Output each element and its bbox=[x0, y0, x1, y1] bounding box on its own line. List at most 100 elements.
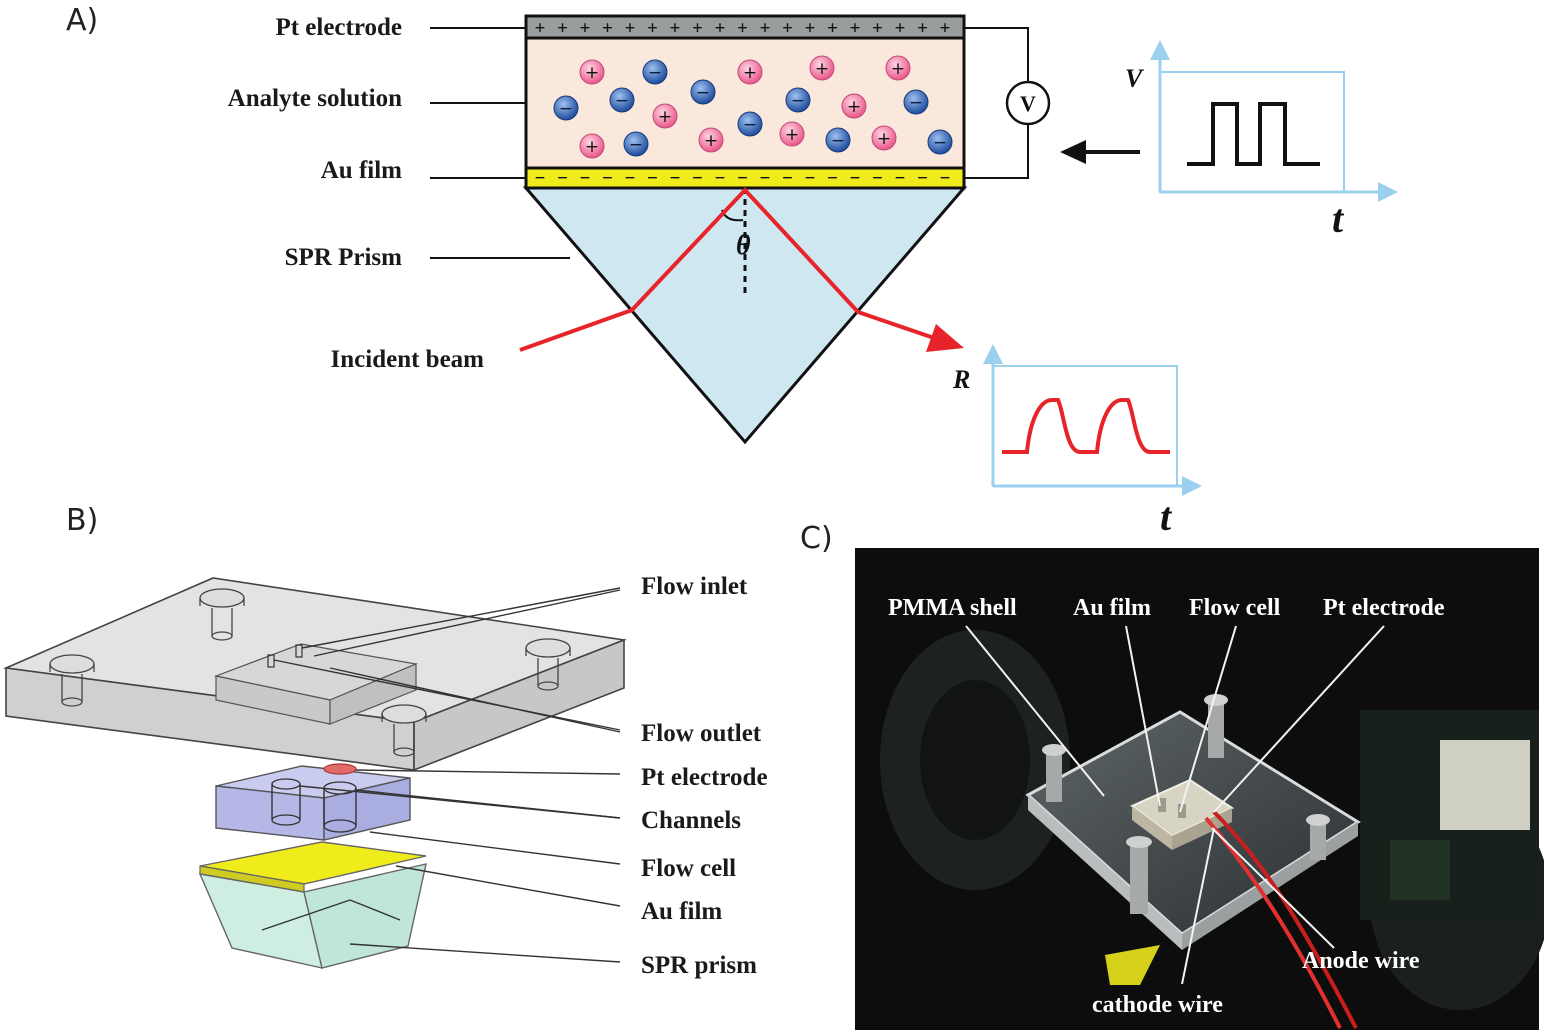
photo-label-flow-cell: Flow cell bbox=[1189, 595, 1281, 621]
flow-cell bbox=[215, 763, 411, 841]
reflectance-plot-y-label: R bbox=[952, 365, 970, 394]
film-minus-sign: − bbox=[557, 168, 567, 188]
positive-ion-icon bbox=[841, 93, 867, 119]
screw-tip bbox=[537, 681, 559, 691]
electrode-plus-sign: + bbox=[625, 18, 635, 38]
negative-ion-sign: − bbox=[648, 63, 662, 83]
reflectance-plot: R t bbox=[952, 344, 1202, 539]
source-arrow-icon bbox=[1060, 140, 1086, 164]
positive-ion-sign: + bbox=[847, 97, 861, 117]
voltmeter-label: V bbox=[1020, 91, 1036, 116]
leader-flow-cell bbox=[369, 831, 621, 865]
screws bbox=[49, 588, 571, 757]
beam-arrow-icon bbox=[926, 324, 964, 352]
positive-ion-icon bbox=[809, 55, 835, 81]
electrode-plus-sign: + bbox=[715, 18, 725, 38]
photo-leader-pt-electrode bbox=[1213, 625, 1385, 813]
electrode-plus-sign: + bbox=[670, 18, 680, 38]
leader-pt-disc bbox=[355, 769, 621, 775]
photo-label-au-film: Au film bbox=[1073, 595, 1151, 621]
film-minus-sign: − bbox=[872, 168, 882, 188]
photo-leader-pmma bbox=[965, 625, 1105, 797]
film-minus-sign: − bbox=[805, 168, 815, 188]
reflectance-plot-frame bbox=[992, 365, 1178, 487]
film-minus-sign: − bbox=[647, 168, 657, 188]
voltage-plot-frame bbox=[1159, 71, 1345, 193]
label-au-film-b: Au film bbox=[641, 898, 722, 925]
positive-ion-sign: + bbox=[891, 59, 905, 79]
positive-ion-sign: + bbox=[785, 125, 799, 145]
electrode-plus-sign: + bbox=[940, 18, 950, 38]
positive-ion-icon bbox=[579, 133, 605, 159]
leader-inlet-a bbox=[301, 587, 621, 649]
voltage-plot-x-label: t bbox=[1332, 196, 1345, 241]
voltage-plot-y-label: V bbox=[1125, 64, 1145, 93]
photo-flow-cell-side bbox=[1172, 808, 1232, 850]
reflectance-plot-y-arrow-icon bbox=[983, 344, 1003, 364]
film-minus-sign: − bbox=[850, 168, 860, 188]
photo-flow-cell-front bbox=[1132, 806, 1172, 850]
photo-screw-head bbox=[1306, 814, 1330, 826]
negative-ion-icon bbox=[927, 129, 953, 155]
pmma-recess-side bbox=[329, 663, 417, 725]
positive-ion-sign: + bbox=[743, 63, 757, 83]
voltmeter-icon bbox=[1005, 80, 1051, 126]
electrode-plus-sign: + bbox=[782, 18, 792, 38]
positive-ion-sign: + bbox=[815, 59, 829, 79]
leader-au-film bbox=[395, 865, 621, 907]
film-minus-sign: − bbox=[715, 168, 725, 188]
screw-tip bbox=[61, 697, 83, 707]
positive-ion-sign: + bbox=[877, 129, 891, 149]
reflectance-curve bbox=[1002, 398, 1170, 454]
panel-c: C) bbox=[800, 521, 1544, 1030]
label-channels: Channels bbox=[641, 807, 741, 834]
label-flow-inlet: Flow inlet bbox=[641, 573, 748, 600]
negative-ion-sign: − bbox=[559, 99, 573, 119]
photo-screw bbox=[1130, 842, 1148, 914]
negative-ion-sign: − bbox=[831, 131, 845, 151]
negative-ion-icon bbox=[690, 79, 716, 105]
photo-screw-head bbox=[1042, 744, 1066, 756]
panel-b-letter: B) bbox=[66, 503, 98, 538]
film-minus-sign: − bbox=[737, 168, 747, 188]
label-incident-beam: Incident beam bbox=[331, 346, 485, 373]
photo-label-cathode-wire: cathode wire bbox=[1092, 992, 1223, 1018]
channel-left-bottom bbox=[271, 814, 301, 826]
negative-ion-sign: − bbox=[791, 91, 805, 111]
panel-a-letter: A) bbox=[66, 3, 98, 38]
film-minus-sign: − bbox=[692, 168, 702, 188]
electrode-plus-sign: + bbox=[557, 18, 567, 38]
screw-head bbox=[381, 704, 427, 724]
prism-inner-edge-b bbox=[349, 899, 401, 921]
photo-connector bbox=[1440, 740, 1530, 830]
electrode-plus-sign: + bbox=[872, 18, 882, 38]
leader-inlet-b bbox=[313, 589, 621, 657]
photo-screw-head bbox=[1126, 836, 1152, 848]
negative-ion-icon bbox=[825, 127, 851, 153]
circuit-wire-bottom bbox=[964, 124, 1029, 179]
leader-outlet-b bbox=[329, 667, 621, 733]
photo-port-b bbox=[1178, 804, 1186, 818]
negative-ion-icon bbox=[553, 95, 579, 121]
voltage-plot-y-arrow-icon bbox=[1150, 40, 1170, 60]
reflectance-plot-x-arrow-icon bbox=[1182, 476, 1202, 496]
photo-label-pmma-shell: PMMA shell bbox=[888, 595, 1017, 621]
leader-channels-b bbox=[355, 789, 621, 819]
angle-label: θ bbox=[736, 230, 751, 261]
positive-ion-icon bbox=[871, 125, 897, 151]
photo-screw bbox=[1208, 700, 1224, 758]
leader-prism bbox=[349, 943, 621, 963]
film-minus-sign: − bbox=[760, 168, 770, 188]
panel-c-letter: C) bbox=[800, 521, 833, 556]
photo-label-pt-electrode: Pt electrode bbox=[1323, 595, 1445, 621]
panel-b: B) bbox=[3, 503, 768, 979]
film-charges: −−−−−−−−−−−−−−−−−−− bbox=[535, 168, 950, 188]
film-minus-sign: − bbox=[602, 168, 612, 188]
reflectance-plot-x-label: t bbox=[1160, 494, 1173, 539]
prism-side-face bbox=[303, 863, 427, 969]
screw-tip bbox=[211, 631, 233, 641]
positive-ion-icon bbox=[579, 59, 605, 85]
negative-ion-sign: − bbox=[909, 93, 923, 113]
voltage-plot: V t bbox=[1125, 40, 1398, 241]
